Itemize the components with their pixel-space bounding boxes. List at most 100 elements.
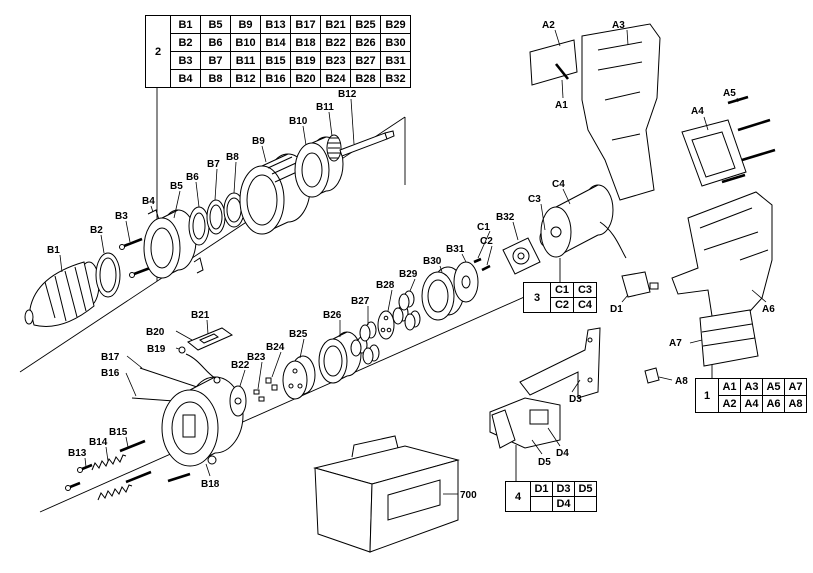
table-cell: B17: [290, 15, 321, 34]
part-b26-ring-gear: [318, 331, 362, 384]
table-cell: B7: [200, 51, 231, 70]
leader-b12: [350, 98, 355, 145]
part-b23-pins: [253, 389, 265, 402]
part-d1-connector: [621, 271, 659, 298]
label-b19: B19: [147, 344, 166, 355]
label-b9: B9: [252, 136, 265, 147]
table-1-group-number: 1: [695, 378, 719, 413]
label-a6: A6: [762, 304, 775, 315]
label-c4: C4: [552, 179, 565, 190]
table-cell: B22: [320, 33, 351, 52]
table-3-group-number: 3: [523, 282, 551, 313]
label-b26: B26: [323, 310, 342, 321]
table-cell: B20: [290, 69, 321, 88]
table-cell: C2: [550, 297, 574, 313]
table-cell: B3: [170, 51, 201, 70]
leader-c1: [477, 230, 491, 259]
label-b22: B22: [231, 360, 250, 371]
part-b29-planet-gears: [392, 290, 421, 331]
leader-a3: [626, 29, 629, 46]
leader-b6: [195, 181, 200, 208]
table-cell: D1: [530, 481, 553, 497]
leader-a2: [554, 29, 561, 47]
leader-b15: [125, 436, 129, 448]
label-b3: B3: [115, 211, 128, 222]
table-2-group-number: 2: [145, 15, 171, 88]
table-cell: B18: [290, 33, 321, 52]
leader-b28: [387, 289, 393, 312]
label-d5: D5: [538, 457, 551, 468]
table-cell: B28: [350, 69, 381, 88]
table-cell: B15: [260, 51, 291, 70]
label-b7: B7: [207, 159, 220, 170]
part-a5-screws: [721, 95, 776, 184]
part-a4-end-cap: [681, 119, 747, 187]
leader-b22: [239, 369, 246, 387]
table-cell: D5: [574, 481, 597, 497]
part-a6-housing-half: [671, 191, 773, 321]
leader-b8: [233, 161, 237, 194]
part-b6-ring: [188, 206, 210, 246]
table-cell: B31: [380, 51, 411, 70]
label-b20: B20: [146, 327, 165, 338]
label-b23: B23: [247, 352, 266, 363]
leader-c2: [486, 245, 493, 266]
table-cell-empty: [574, 496, 597, 512]
table-cell-empty: [530, 496, 553, 512]
label-b10: B10: [289, 116, 308, 127]
label-a5: A5: [723, 88, 736, 99]
leader-b24: [271, 351, 282, 378]
leader-b31: [461, 253, 467, 263]
label-b4: B4: [142, 196, 155, 207]
part-b28-carrier: [377, 310, 395, 340]
label-b8: B8: [226, 152, 239, 163]
table-cell: A5: [762, 378, 785, 396]
part-a1-screw: [554, 63, 570, 80]
part-c1-c2-screws: [473, 257, 491, 272]
label-b30: B30: [423, 256, 442, 267]
leader-b11: [328, 111, 333, 137]
label-b13: B13: [68, 448, 87, 459]
table-cell: B14: [260, 33, 291, 52]
part-b2-ring: [95, 252, 121, 298]
table-cell: B2: [170, 33, 201, 52]
table-cell: B25: [350, 15, 381, 34]
part-a2-label-plate: [529, 39, 578, 86]
table-cell: B11: [230, 51, 261, 70]
part-b18-housing: [161, 376, 244, 483]
table-cell: B1: [170, 15, 201, 34]
leader-b29: [409, 278, 416, 292]
leader-a8: [658, 376, 673, 381]
part-d3-bracket: [519, 327, 601, 399]
label-b6: B6: [186, 172, 199, 183]
label-a3: A3: [612, 20, 625, 31]
leader-b13: [84, 457, 87, 468]
parts-table-3: 3 C1 C3 C2 C4: [523, 282, 597, 313]
part-b24-blocks: [265, 377, 278, 391]
label-d4: D4: [556, 448, 569, 459]
table-cell: B26: [350, 33, 381, 52]
part-b19-spring: [178, 346, 186, 354]
table-cell: B19: [290, 51, 321, 70]
part-b5-housing: [143, 209, 197, 279]
leader-b19: [175, 347, 180, 350]
part-d4-d5-switch: [489, 397, 561, 449]
leader-d4: [547, 427, 561, 447]
boundary-line-lower: [39, 289, 541, 513]
table-cell: B6: [200, 33, 231, 52]
label-b2: B2: [90, 225, 103, 236]
table-cell: B29: [380, 15, 411, 34]
label-b18: B18: [201, 479, 220, 490]
label-b28: B28: [376, 280, 395, 291]
leader-b7: [214, 168, 218, 201]
part-b8-ring: [223, 192, 245, 228]
label-b29: B29: [399, 269, 418, 280]
label-b21: B21: [191, 310, 210, 321]
part-b13-screws: [65, 463, 93, 491]
table-cell: B4: [170, 69, 201, 88]
parts-table-4: 4 D1 D3 D5 D4: [505, 481, 597, 512]
leader-c4: [562, 188, 571, 205]
table-cell: A3: [740, 378, 763, 396]
table-cell: A8: [784, 395, 807, 413]
part-b22-disc: [229, 385, 247, 417]
